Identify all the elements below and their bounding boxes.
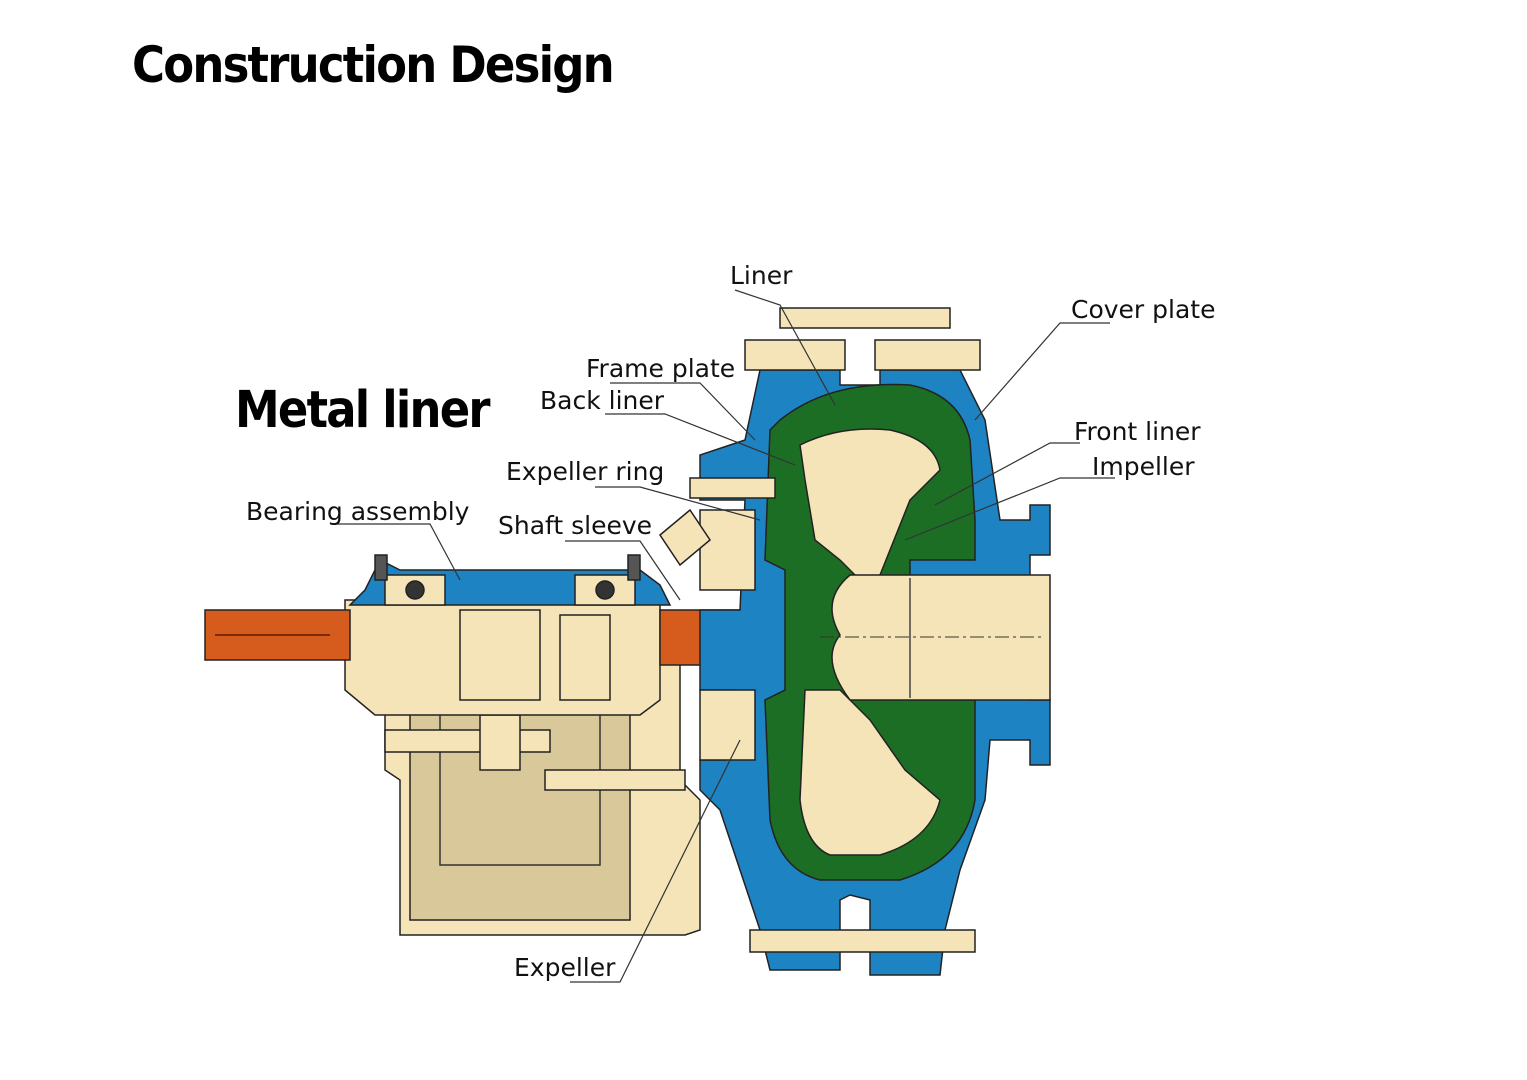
diagram-subtitle: Metal liner: [235, 381, 491, 440]
label-back-liner: Back liner: [540, 386, 665, 415]
frame-bolt: [384, 729, 551, 753]
leader-liner: [734, 289, 836, 406]
frame-bolt: [479, 714, 521, 771]
leader-impeller: [904, 477, 1115, 541]
label-expeller: Expeller: [514, 953, 616, 982]
leader-front-liner: [934, 442, 1080, 506]
label-impeller: Impeller: [1092, 452, 1195, 481]
suction-inlet: [831, 574, 1051, 701]
expeller-ring: [699, 509, 756, 591]
frame-bolt: [544, 769, 686, 791]
leader-expeller-ring: [595, 486, 761, 521]
label-frame-plate: Frame plate: [586, 354, 735, 383]
leader-frame-plate: [610, 382, 756, 441]
expeller-lower: [699, 689, 756, 761]
bearing-frame: [344, 554, 701, 936]
page-title: Construction Design: [132, 36, 615, 94]
discharge-flange-left: [744, 339, 846, 371]
bearing-left: [374, 554, 446, 606]
leader-expeller: [570, 739, 741, 983]
leader-cover-plate: [974, 322, 1110, 421]
casing-bottom-bolt: [749, 929, 976, 953]
leader-lines: [335, 289, 1115, 983]
label-liner: Liner: [730, 261, 793, 290]
discharge-flange-right: [874, 339, 981, 371]
bearing-housing-rib: [559, 614, 611, 701]
part-labels: Liner Cover plate Frame plate Back liner…: [246, 261, 1215, 982]
gland-bolt: [689, 477, 776, 499]
label-front-liner: Front liner: [1074, 417, 1201, 446]
pump-liner: [764, 383, 1051, 881]
bearing-right: [574, 554, 641, 606]
bearing-housing-rib: [459, 609, 541, 701]
label-expeller-ring: Expeller ring: [506, 457, 664, 486]
label-bearing-assembly: Bearing assembly: [246, 497, 470, 526]
label-cover-plate: Cover plate: [1071, 295, 1215, 324]
label-shaft-sleeve: Shaft sleeve: [498, 511, 652, 540]
grease-fitting: [659, 508, 711, 567]
discharge-flange-top: [779, 307, 951, 329]
expeller: [659, 477, 776, 761]
leader-back-liner: [605, 413, 796, 466]
leader-shaft-sleeve: [565, 540, 681, 601]
volute-passage-lower: [799, 689, 941, 856]
leader-bearing-assembly: [335, 523, 461, 581]
